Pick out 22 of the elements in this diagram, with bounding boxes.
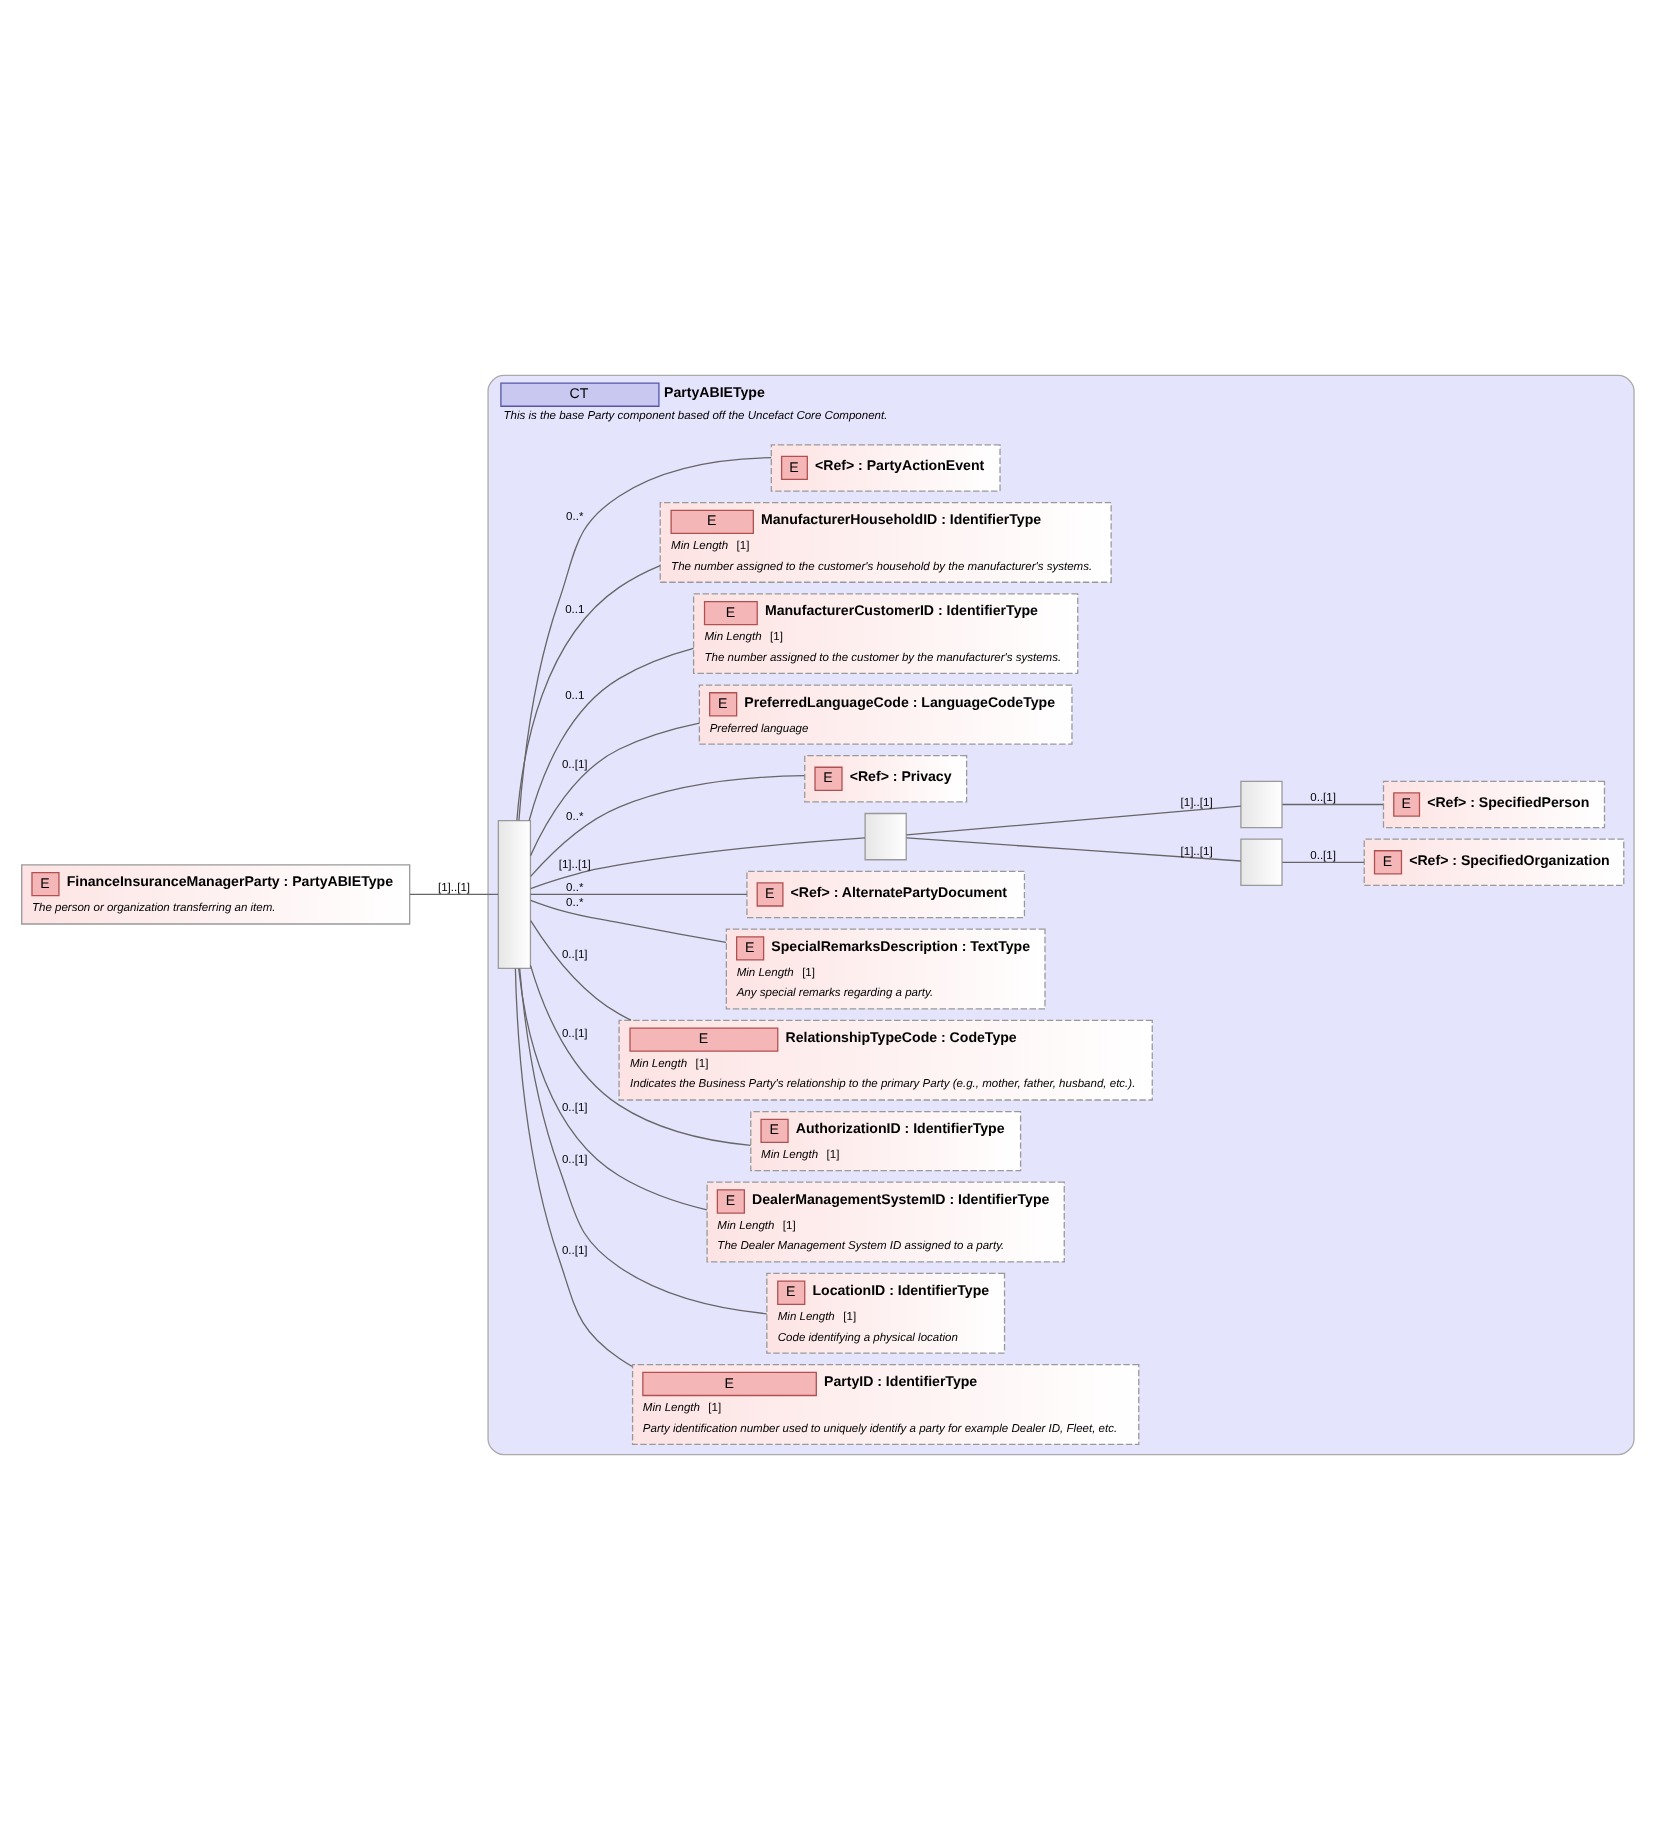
connector xyxy=(528,646,695,821)
connector xyxy=(529,721,700,856)
node-bar xyxy=(497,818,532,968)
connector xyxy=(530,836,866,889)
connector xyxy=(518,966,708,1210)
connector xyxy=(518,456,772,821)
connector xyxy=(905,804,1242,835)
connector xyxy=(514,966,633,1367)
node-box xyxy=(1240,837,1283,886)
connector xyxy=(1281,860,1365,862)
connector xyxy=(529,892,748,895)
node-box xyxy=(864,811,907,860)
connector xyxy=(1281,802,1384,805)
connector xyxy=(530,898,727,942)
connector xyxy=(409,892,499,895)
connector xyxy=(530,774,805,876)
node-box xyxy=(1240,779,1283,828)
connector xyxy=(516,563,661,821)
connector xyxy=(530,918,632,1020)
connector xyxy=(519,966,768,1314)
connector xyxy=(529,963,752,1145)
connector xyxy=(905,836,1242,861)
